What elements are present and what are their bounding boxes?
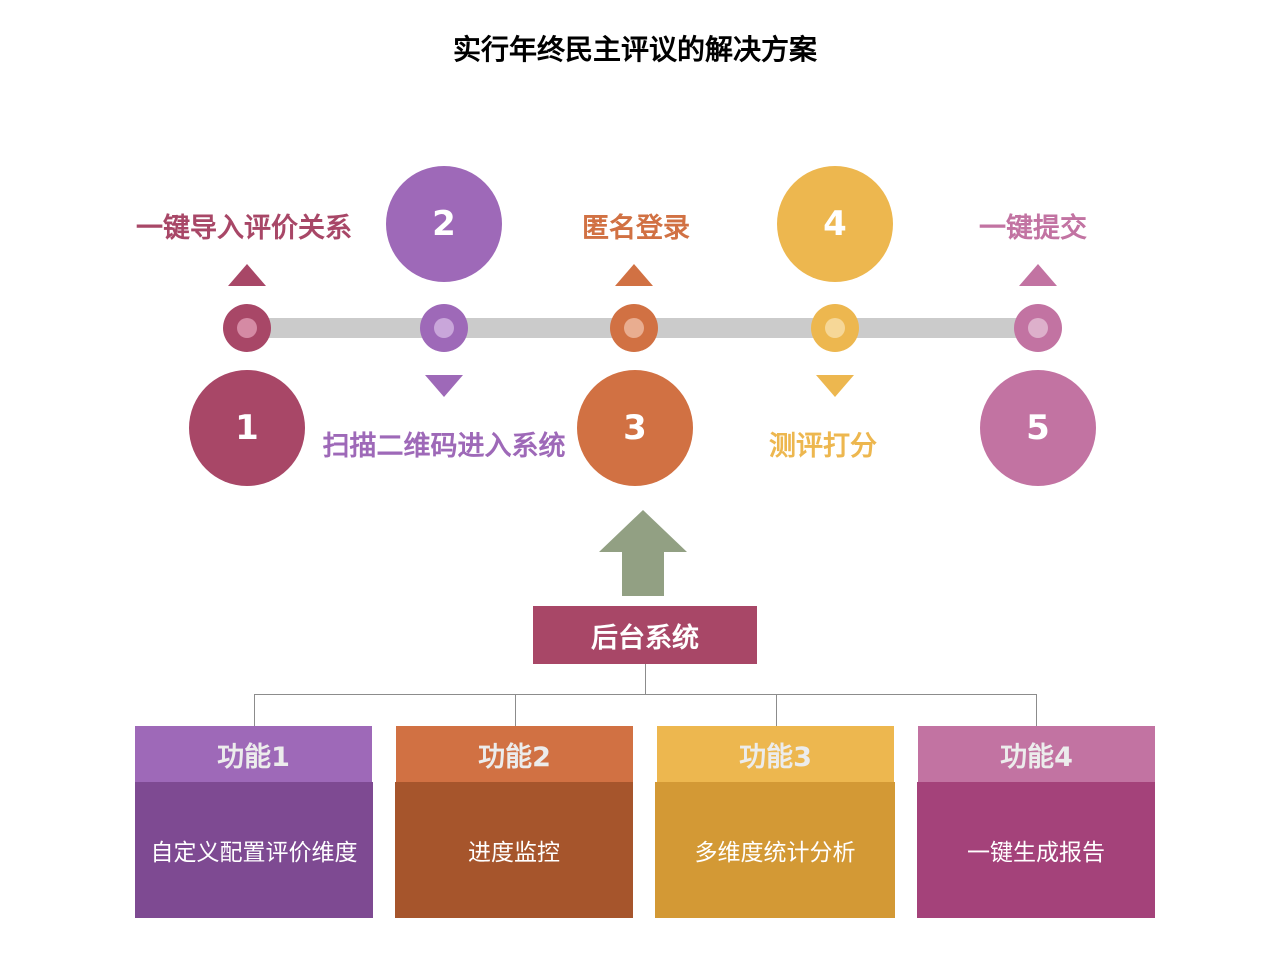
connector-line <box>1036 694 1037 726</box>
function-body-3: 多维度统计分析 <box>655 782 895 918</box>
step-label-5: 一键提交 <box>979 213 1087 244</box>
timeline-dot-3 <box>610 304 658 352</box>
step-circle-1: 1 <box>189 370 305 486</box>
function-title-4: 功能4 <box>1000 741 1073 773</box>
connector-line <box>254 694 1037 695</box>
step-number-1: 1 <box>235 408 259 448</box>
function-header-3: 功能3 <box>657 726 894 782</box>
step-number-5: 5 <box>1026 408 1050 448</box>
triangle-up-icon <box>228 264 266 286</box>
timeline-dot-1 <box>223 304 271 352</box>
triangle-up-icon <box>615 264 653 286</box>
function-body-2: 进度监控 <box>395 782 633 918</box>
triangle-up-icon <box>1019 264 1057 286</box>
triangle-down-icon <box>816 375 854 397</box>
step-number-2: 2 <box>432 204 456 244</box>
function-title-2: 功能2 <box>478 741 551 773</box>
connector-line <box>776 694 777 726</box>
step-label-3: 匿名登录 <box>582 213 690 244</box>
function-title-1: 功能1 <box>217 741 290 773</box>
timeline-dot-inner <box>237 318 257 338</box>
timeline-dot-inner <box>1028 318 1048 338</box>
timeline-dot-inner <box>825 318 845 338</box>
timeline-dot-inner <box>434 318 454 338</box>
function-desc-4: 一键生成报告 <box>967 840 1105 866</box>
connector-line <box>515 694 516 726</box>
timeline-dot-2 <box>420 304 468 352</box>
function-desc-1: 自定义配置评价维度 <box>150 840 358 866</box>
function-desc-2: 进度监控 <box>468 840 560 866</box>
step-label-4: 测评打分 <box>769 431 877 462</box>
function-body-4: 一键生成报告 <box>917 782 1155 918</box>
function-header-4: 功能4 <box>918 726 1155 782</box>
timeline-dot-inner <box>624 318 644 338</box>
connector-line <box>254 694 255 726</box>
step-circle-2: 2 <box>386 166 502 282</box>
function-desc-3: 多维度统计分析 <box>694 840 856 866</box>
step-circle-5: 5 <box>980 370 1096 486</box>
arrow-up-icon <box>599 510 687 596</box>
step-number-3: 3 <box>623 408 647 448</box>
backend-system-label: 后台系统 <box>591 622 699 654</box>
timeline-dot-4 <box>811 304 859 352</box>
function-body-1: 自定义配置评价维度 <box>135 782 373 918</box>
backend-system-box: 后台系统 <box>533 606 757 664</box>
triangle-down-icon <box>425 375 463 397</box>
step-number-4: 4 <box>823 204 847 244</box>
connector-line <box>645 664 646 694</box>
function-header-2: 功能2 <box>396 726 633 782</box>
step-circle-4: 4 <box>777 166 893 282</box>
step-label-1: 一键导入评价关系 <box>136 213 352 244</box>
step-circle-3: 3 <box>577 370 693 486</box>
function-header-1: 功能1 <box>135 726 372 782</box>
function-title-3: 功能3 <box>739 741 812 773</box>
page-title: 实行年终民主评议的解决方案 <box>452 33 817 66</box>
step-label-2: 扫描二维码进入系统 <box>322 431 566 462</box>
timeline-dot-5 <box>1014 304 1062 352</box>
